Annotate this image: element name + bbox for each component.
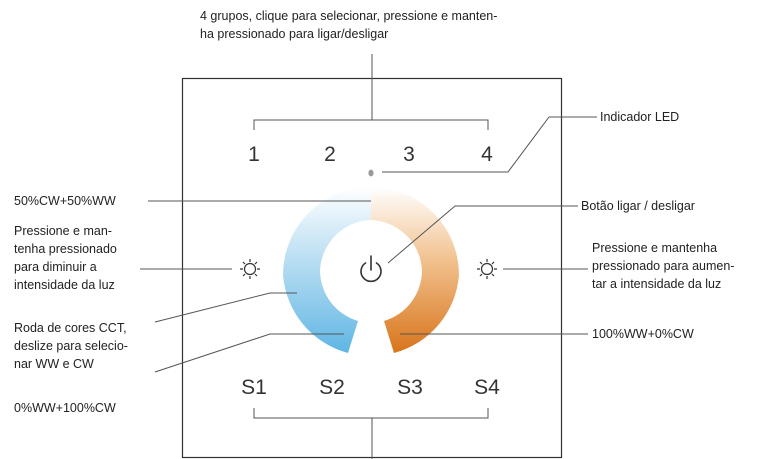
cct-wheel-label: nar WW e CW	[14, 357, 94, 371]
cct-wheel-warm-segment[interactable]	[371, 187, 459, 353]
dim-up-label: Pressione e mantenha	[592, 241, 717, 255]
scenes-bracket	[253, 408, 489, 459]
sun-icon[interactable]	[240, 259, 260, 279]
dim-up-label: pressionado para aumen-	[592, 259, 734, 273]
zone-1-button[interactable]: 1	[248, 143, 260, 166]
scene-s4-button[interactable]: S4	[474, 376, 500, 399]
dim-up-label: tar a intensidade da luz	[592, 277, 721, 291]
zone-3-button[interactable]: 3	[403, 143, 415, 166]
ratio-cw-100-label: 0%WW+100%CW	[14, 401, 116, 415]
scene-s3-button[interactable]: S3	[397, 376, 423, 399]
cct-wheel-cool-segment[interactable]	[283, 187, 371, 353]
cct-color-wheel[interactable]	[283, 187, 459, 353]
dim-down-label: intensidade da luz	[14, 278, 115, 292]
dim-down-label: Pressione e man-	[14, 224, 112, 238]
led-indicator-label: Indicador LED	[600, 110, 679, 124]
scene-s1-button[interactable]: S1	[241, 376, 267, 399]
dim-down-label: para diminuir a	[14, 260, 97, 274]
sun-icon[interactable]	[477, 259, 497, 279]
ratio-50-50-label: 50%CW+50%WW	[14, 194, 116, 208]
cct-wheel-label: Roda de cores CCT,	[14, 321, 127, 335]
panel-frame	[181, 77, 563, 459]
groups-annotation: 4 grupos, clique para selecionar, pressi…	[200, 9, 497, 23]
power-button-label: Botão ligar / desligar	[581, 199, 695, 213]
ratio-ww-100-label: 100%WW+0%CW	[592, 327, 694, 341]
groups-annotation: ha pressionado para ligar/desligar	[200, 27, 388, 41]
scene-s2-button[interactable]: S2	[319, 376, 345, 399]
zone-2-button[interactable]: 2	[324, 143, 336, 166]
cct-wheel-label: deslize para selecio-	[14, 339, 128, 353]
zone-4-button[interactable]: 4	[481, 143, 493, 166]
led-dot-icon	[368, 169, 374, 177]
dim-down-label: tenha pressionado	[14, 242, 117, 256]
power-icon[interactable]	[360, 255, 382, 283]
leader-lines	[140, 116, 597, 373]
zones-bracket	[253, 54, 489, 130]
